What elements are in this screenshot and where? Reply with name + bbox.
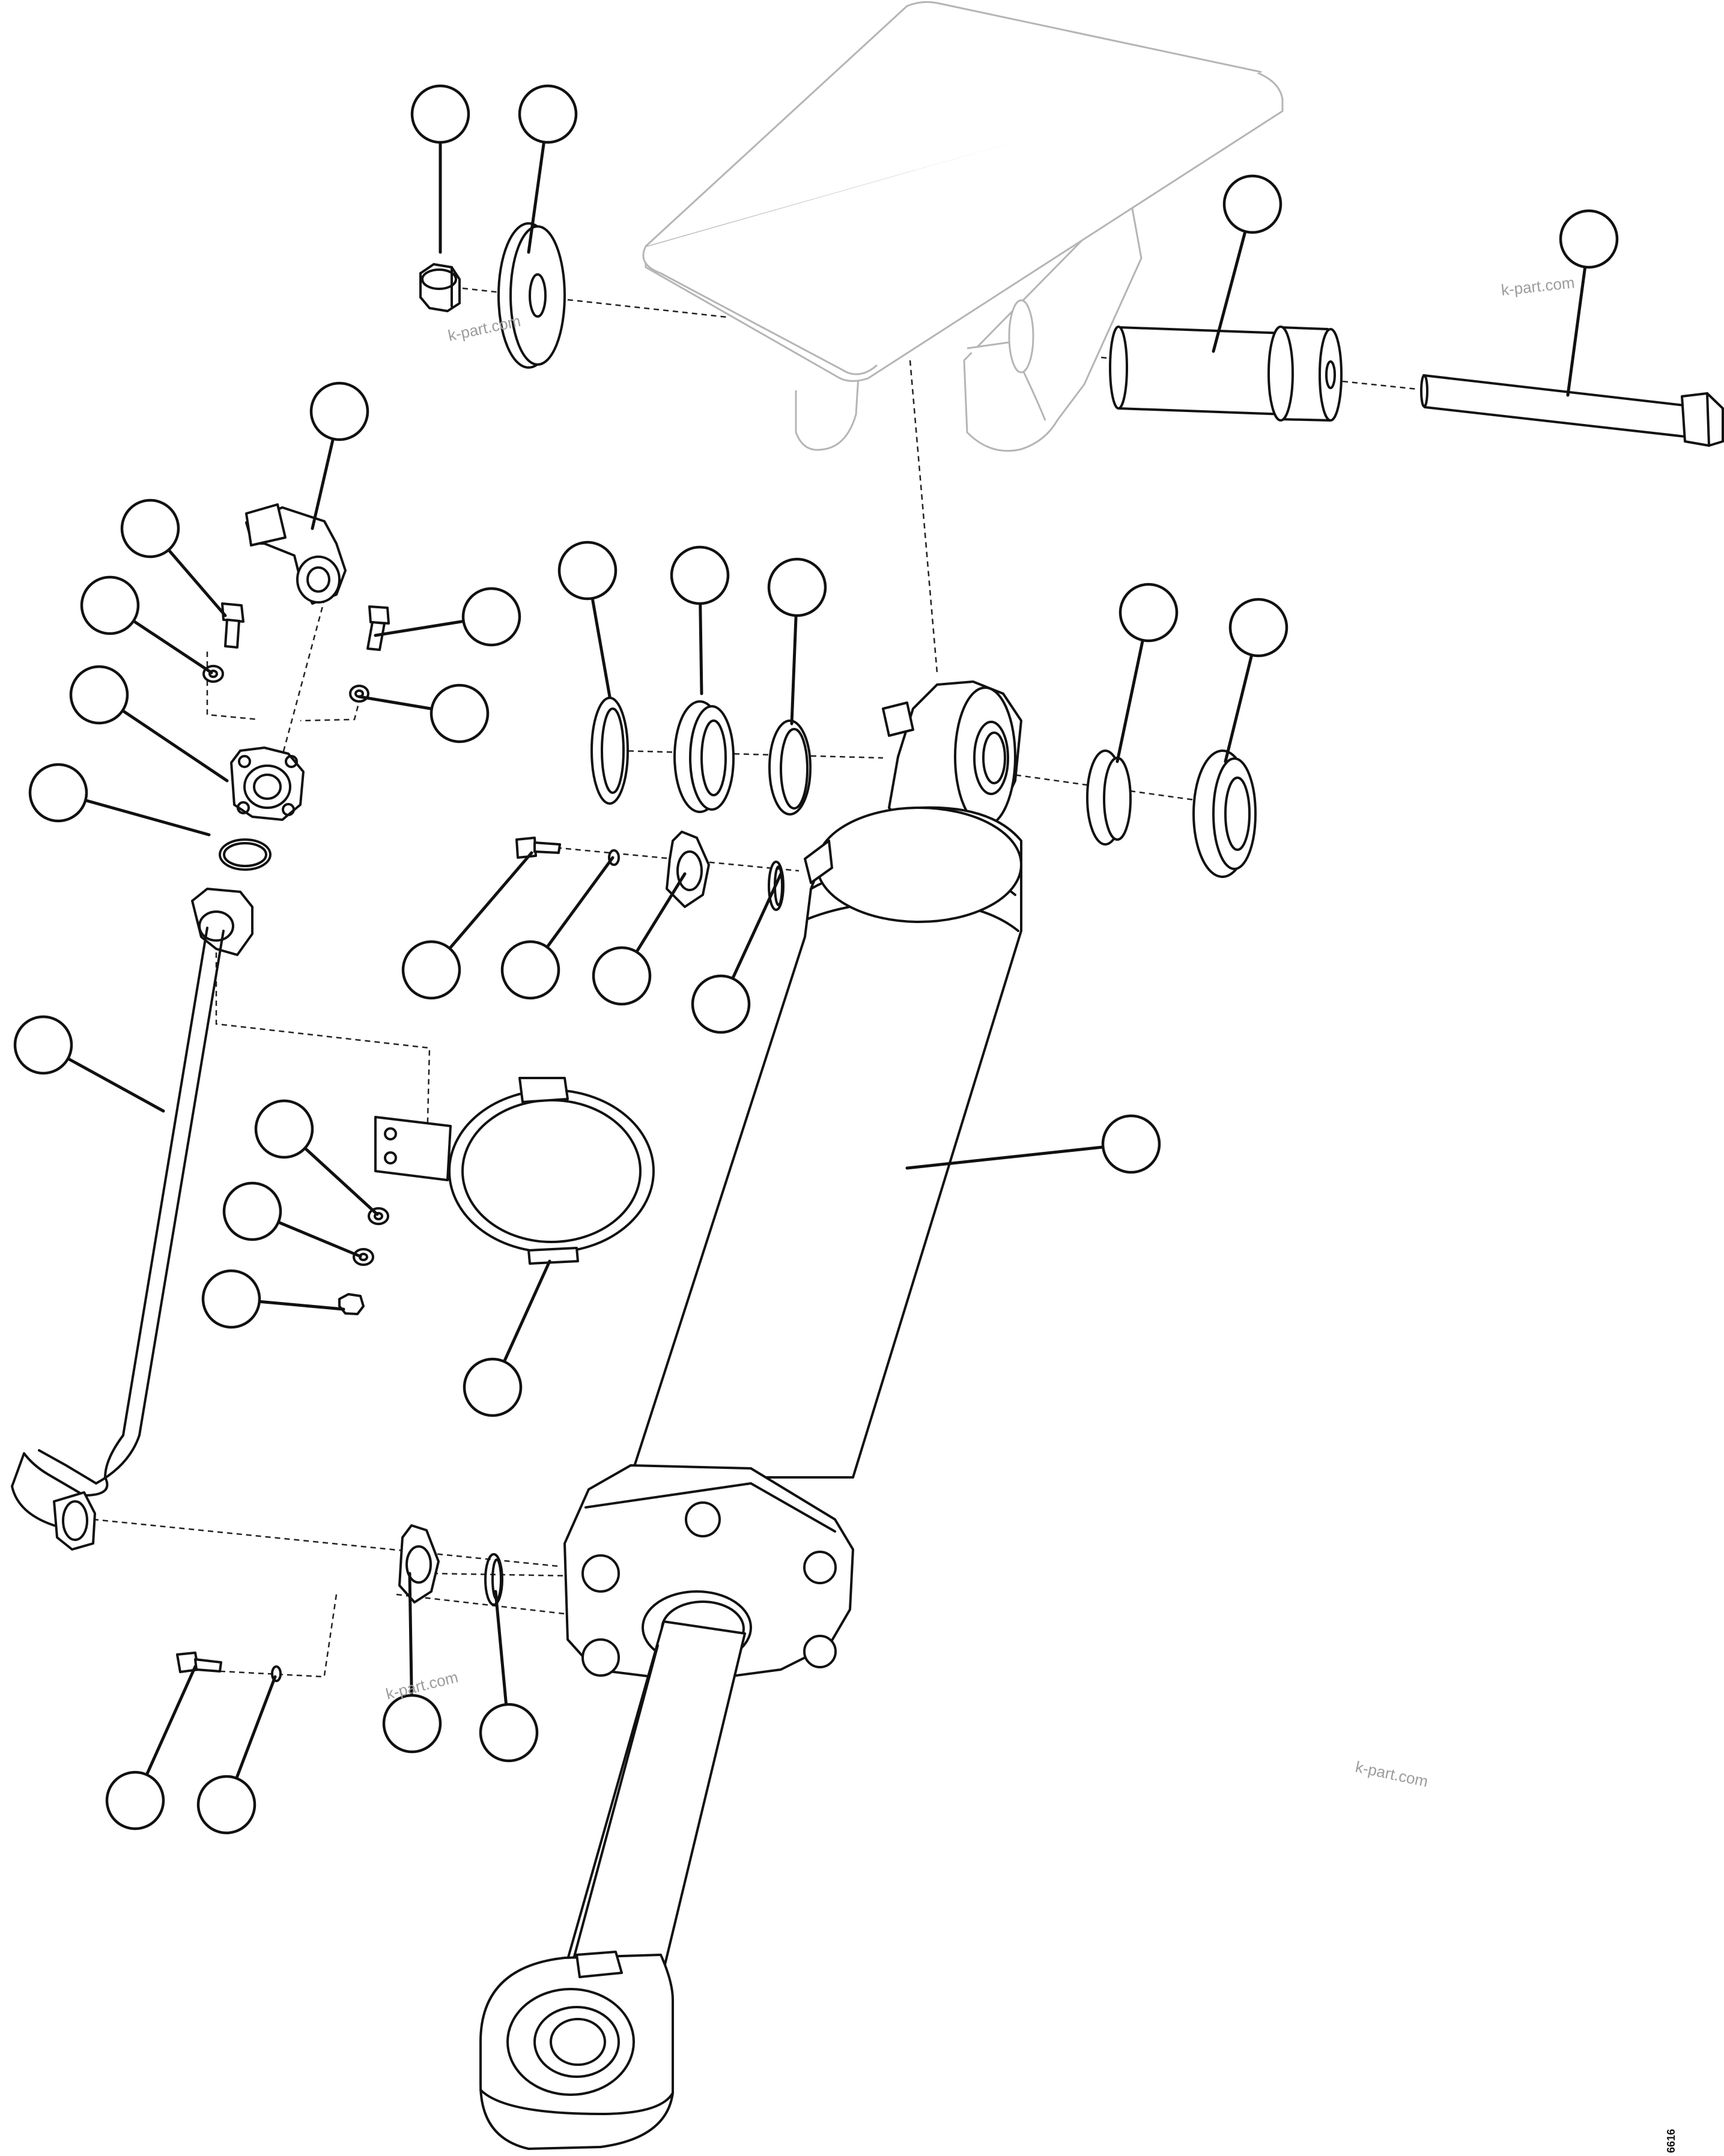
callout-leader-c17 <box>448 851 533 950</box>
callout-bubble-c10 <box>69 665 129 725</box>
snap-ring-bottom <box>484 1553 503 1606</box>
callout-leader-c28 <box>494 1590 508 1706</box>
callout-bubble-c15 <box>1228 598 1288 658</box>
callout-bubble-c18 <box>500 940 560 1000</box>
callout-leader-c21 <box>66 1057 165 1113</box>
callout-bubble-c8 <box>461 587 521 647</box>
callout-bubble-c23 <box>254 1099 314 1159</box>
callout-bubble-c12 <box>670 545 730 605</box>
o-ring-upper <box>219 838 272 871</box>
grease-bolt-centre <box>515 837 561 859</box>
callout-leader-c8 <box>374 619 466 637</box>
callout-bubble-c16 <box>28 763 88 823</box>
callout-leader-c9 <box>357 695 434 710</box>
callout-bubble-c17 <box>401 940 461 1000</box>
callout-bubble-c27 <box>382 1694 442 1754</box>
washer-top <box>497 222 566 369</box>
callout-leader-c13 <box>790 614 798 725</box>
piston-rod <box>563 1620 746 1983</box>
callout-leader-c25 <box>258 1300 345 1311</box>
callout-leader-c14 <box>1115 638 1144 763</box>
callout-leader-c6 <box>167 548 227 617</box>
callout-bubble-c1 <box>410 84 470 144</box>
clamp-washer-b <box>353 1248 374 1266</box>
rod-eye-bottom <box>479 1951 674 2150</box>
pin-bolt <box>1420 374 1724 447</box>
callout-leader-c11 <box>590 596 612 698</box>
watermark-2: k-part.com <box>1500 273 1575 299</box>
callout-leader-c4 <box>1566 265 1587 397</box>
bearing-seals-right <box>1086 749 1257 878</box>
drawing-code: 6616 <box>1665 2129 1677 2153</box>
split-flange-upper <box>230 746 305 821</box>
callout-bubble-c25 <box>201 1269 261 1329</box>
callout-bubble-c13 <box>767 557 827 617</box>
callout-leader-c18 <box>545 856 615 949</box>
elbow-fitting <box>245 503 347 605</box>
callout-bubble-c21 <box>13 1015 73 1075</box>
callout-leader-c27 <box>408 1572 413 1697</box>
callout-bubble-c2 <box>518 84 578 144</box>
clamp-nut <box>338 1293 365 1315</box>
clip-block-bottom <box>398 1524 440 1603</box>
callout-leader-c29 <box>145 1665 197 1776</box>
seal-washers-centre <box>590 697 812 816</box>
callout-leader-c19 <box>635 872 687 954</box>
callout-bubble-c9 <box>429 683 490 743</box>
callout-leader-c23 <box>303 1146 379 1216</box>
callout-bubble-c28 <box>479 1703 539 1763</box>
hydraulic-tube <box>11 888 253 1551</box>
watermark-4: k-part.com <box>1354 1758 1430 1791</box>
callout-leader-c12 <box>699 602 703 695</box>
callout-leader-c24 <box>276 1220 362 1258</box>
callout-leader-c10 <box>121 709 229 783</box>
hose-clamp <box>374 1077 655 1265</box>
callout-bubble-c4 <box>1559 209 1619 269</box>
callout-bubble-c30 <box>196 1775 256 1835</box>
callout-bubble-c11 <box>557 541 618 601</box>
callout-bubbles <box>13 84 1619 1835</box>
callout-leader-c2 <box>527 141 546 254</box>
callout-bubble-c5 <box>309 381 369 441</box>
callout-bubble-c6 <box>120 498 180 559</box>
callout-bubble-c29 <box>105 1770 165 1830</box>
callout-leader-c16 <box>83 799 211 837</box>
callout-bubble-c24 <box>222 1181 282 1241</box>
bolt-left-a <box>221 602 244 649</box>
callout-leader-c30 <box>235 1675 277 1780</box>
bolt-bottom <box>176 1652 222 1673</box>
bushing <box>1109 326 1343 422</box>
mounting-bracket-ghost <box>642 1 1284 452</box>
callout-leader-c26 <box>502 1259 551 1363</box>
callout-leader-c7 <box>132 619 213 674</box>
callout-bubble-c19 <box>592 946 652 1006</box>
callout-bubble-c14 <box>1118 583 1179 643</box>
bolt-left-b <box>366 605 390 651</box>
callout-bubble-c3 <box>1222 174 1282 234</box>
callout-bubble-c26 <box>463 1357 523 1417</box>
callout-leader-c15 <box>1224 653 1254 763</box>
callout-leader-c3 <box>1212 229 1247 353</box>
callout-bubble-c22 <box>1101 1114 1161 1174</box>
callout-leader-c5 <box>311 437 335 530</box>
cylinder-barrel <box>630 806 1022 1479</box>
callout-leader-c22 <box>905 1145 1105 1170</box>
callout-leader-c20 <box>731 872 783 980</box>
callout-bubble-c20 <box>691 974 751 1034</box>
callout-bubble-c7 <box>80 575 140 635</box>
nut-top <box>419 263 461 312</box>
